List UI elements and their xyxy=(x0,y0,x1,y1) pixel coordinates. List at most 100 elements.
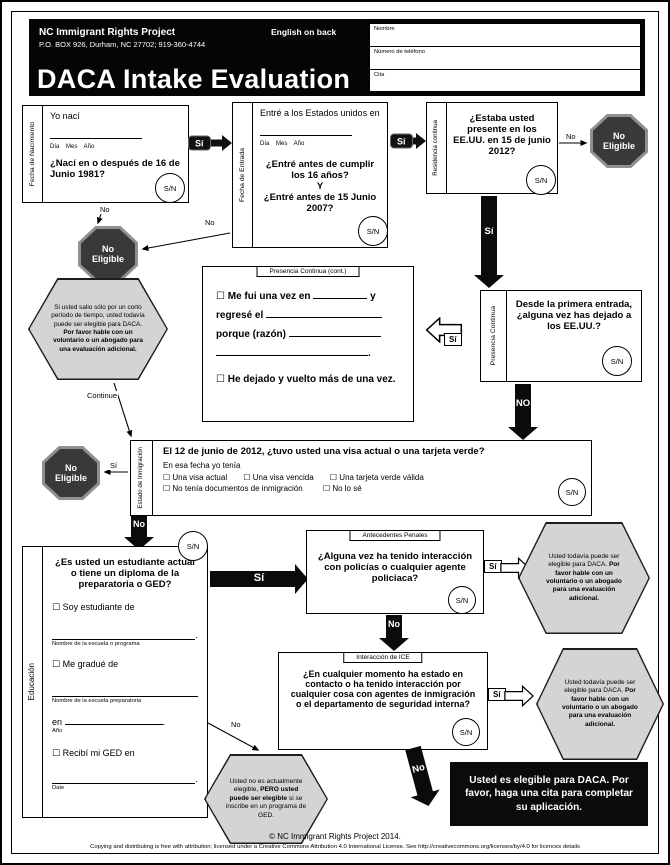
arrow-shaft xyxy=(131,516,147,538)
presence-si-label: Sí xyxy=(444,333,462,346)
criminal-sn-circle: S/N xyxy=(448,586,476,614)
education-caption-date: Date xyxy=(52,785,65,791)
education-sn-text: S/N xyxy=(186,541,200,551)
birth-side-text: Fecha de Nacimiento xyxy=(28,121,36,187)
field-row-nombre: Nombre xyxy=(370,24,640,47)
blank-line xyxy=(288,327,381,337)
education-in-text: en xyxy=(52,717,63,727)
maybe-eligible-paragraph: Usted todavía puede ser elegible para DA… xyxy=(559,679,641,730)
not-eligible-text: No Eligible xyxy=(81,229,135,279)
immigration-sn-circle: S/N xyxy=(558,478,586,506)
presence-cont-box: Presencia Continua (cont.) ☐ Me fui una … xyxy=(202,266,414,422)
si-connector-label: Sí xyxy=(390,133,413,149)
arrow-head xyxy=(508,427,538,440)
criminal-question: ¿Alguna vez ha tenido interacción con po… xyxy=(317,551,473,584)
criminal-sn-text: S/N xyxy=(455,595,469,605)
education-content: ¿Es usted un estudiante actual o tiene u… xyxy=(43,547,207,817)
residence-question: ¿Estaba usted presente en los EE.UU. en … xyxy=(453,113,551,157)
entry-content: Entré a los Estados unidos en Día Mes Añ… xyxy=(253,103,387,247)
birth-question: ¿Nací en o después de 16 de Junio 1981? xyxy=(50,158,180,180)
maybe-eligible-hexagon-criminal: Usted todavía puede ser elegible para DA… xyxy=(518,522,650,634)
birth-date-blank xyxy=(50,129,142,139)
blank-line xyxy=(52,686,198,697)
ice-si-arrow-right xyxy=(504,684,535,713)
residence-sn-text: S/N xyxy=(534,175,548,185)
immigration-side-label: Estado de Inmigración xyxy=(131,441,153,515)
ice-sn-circle: S/N xyxy=(452,718,480,746)
education-hs-blank xyxy=(52,686,198,697)
education-ged-blank: . xyxy=(52,773,198,784)
residence-sn-circle: S/N xyxy=(526,165,556,195)
because-text: porque (razón) xyxy=(216,329,286,340)
entry-question-2: ¿Entré antes de 15 Junio 2007? xyxy=(263,192,377,214)
short-trip-advice-paragraph: Si usted salio sólo por un corto período… xyxy=(51,304,146,354)
ice-si-label: Sí xyxy=(488,688,506,701)
birth-side-label: Fecha de Nacimiento xyxy=(23,106,43,202)
entry-sn-text: S/N xyxy=(366,226,380,236)
arrow-head xyxy=(474,275,504,288)
maybe-eligible-content: Usted todavía puede ser elegible para DA… xyxy=(519,523,649,633)
education-option-graduated: ☐ Me gradué de xyxy=(52,659,119,669)
arrow-si-label: Sí xyxy=(484,226,494,237)
option-sin-documentos: ☐ No tenía documentos de inmigración xyxy=(163,484,303,493)
period: . xyxy=(368,348,371,359)
criminal-history-box: Antecedentes Penales ¿Alguna vez ha teni… xyxy=(306,530,484,614)
residence-box: Residencia continua ¿Estaba usted presen… xyxy=(426,102,558,194)
presence-sn-circle: S/N xyxy=(602,346,632,376)
entry-side-label: Fecha de Entrada xyxy=(233,103,253,247)
ged-post-text: si se inscribe en un programa de GED. xyxy=(225,794,307,819)
birth-sn-circle: S/N xyxy=(155,173,185,203)
arrow-head xyxy=(295,564,308,594)
ice-title: Interacción de ICE xyxy=(343,653,423,663)
residence-si-arrow-down: Sí xyxy=(469,196,509,288)
continue-label: Continue xyxy=(86,391,119,400)
immigration-subtitle: En esa fecha yo tenía xyxy=(163,461,241,470)
arrow-no-label: No xyxy=(388,619,400,629)
form-header: NC Immigrant Rights Project P.O. BOX 926… xyxy=(29,19,645,96)
birth-content: Yo nací Día Mes Año ¿Nací en o después d… xyxy=(43,106,188,202)
maybe-eligible-bold-text: Por favor hable con un voluntario o un a… xyxy=(562,687,638,728)
footer-license: Copying and distributing is free with at… xyxy=(90,844,580,850)
ged-pre-text: Usted no es actualmente elegible, xyxy=(229,777,303,794)
field-label-telefono: Número de teléfono xyxy=(374,49,425,55)
education-question: ¿Es usted un estudiante actual o tiene u… xyxy=(55,557,195,590)
arrow-no-label: NO xyxy=(515,398,531,409)
immigration-question: El 12 de junio de 2012, ¿tuvo usted una … xyxy=(163,446,485,457)
not-eligible-octagon-status: No Eligible xyxy=(42,446,100,500)
immigration-si-label: Sí xyxy=(109,461,119,470)
option-tarjeta-verde: ☐ Una tarjeta verde válida xyxy=(329,473,424,482)
birth-intro: Yo nací xyxy=(50,111,80,121)
short-trip-text: Si usted salio sólo por un corto período… xyxy=(51,304,145,328)
arrow-si-label: Sí xyxy=(253,572,265,585)
education-side-label: Educación xyxy=(23,547,43,817)
entry-no-label: No xyxy=(204,218,216,227)
criminal-no-arrow-down: No xyxy=(376,615,412,651)
short-trip-bold-text: Por favor hable con un voluntario o un a… xyxy=(53,329,143,353)
field-row-telefono: Número de teléfono xyxy=(370,47,640,70)
birth-no-label: No xyxy=(99,205,111,214)
education-option-ged: ☐ Recibí mi GED en xyxy=(52,748,135,758)
residence-side-text: Residencia continua xyxy=(432,120,440,176)
arrow-shaft xyxy=(515,384,531,428)
ged-bold-text: PERO usted puede ser elegible xyxy=(229,786,299,802)
maybe-eligible-hexagon-ice: Usted todavía puede ser elegible para DA… xyxy=(536,648,664,760)
option-no-lo-se: ☐ No lo sé xyxy=(322,484,362,493)
intake-fields-box: Nombre Número de teléfono Cita xyxy=(369,23,641,92)
org-address: P.O. BOX 926, Durham, NC 27702; 919-360-… xyxy=(39,40,206,49)
education-caption-hs: Nombre de la escuela preparatoria xyxy=(52,698,142,704)
entry-to-residence-si-arrow: Sí xyxy=(390,130,426,152)
eligible-result-box: Usted es elegible para DACA. Por favor, … xyxy=(450,762,648,826)
education-no-label: No xyxy=(230,720,242,729)
criminal-title: Antecedentes Penales xyxy=(349,531,441,541)
english-on-back-note: English on back xyxy=(271,27,337,37)
blank-line xyxy=(266,308,383,318)
maybe-eligible-text: Usted todavía puede ser elegible para DA… xyxy=(564,678,636,695)
immigration-options-row2: ☐ No tenía documentos de inmigración ☐ N… xyxy=(163,484,581,493)
birth-date-hint: Día Mes Año xyxy=(50,144,95,150)
option-visa-vencida: ☐ Una visa vencida xyxy=(243,473,314,482)
education-caption-year: Año xyxy=(52,728,63,734)
field-label-cita: Cita xyxy=(374,72,385,78)
maybe-eligible-bold-text: Por favor hable con un voluntario o un a… xyxy=(546,561,622,602)
education-sn-circle: S/N xyxy=(178,531,208,561)
